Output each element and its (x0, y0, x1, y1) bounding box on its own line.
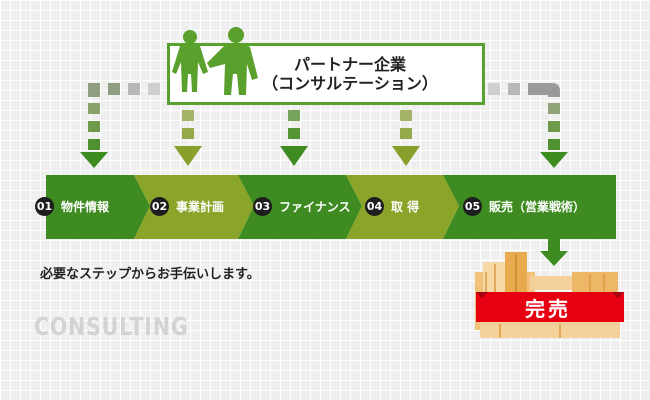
step-2-label: 事業計画 (176, 199, 225, 214)
sold-out-boxes-icon (475, 252, 624, 338)
step-1-label: 物件情報 (61, 199, 110, 214)
down-arrow-3 (280, 110, 308, 166)
consulting-watermark: CONSULTING (34, 312, 189, 341)
step-3: 03 ファイナンス (253, 196, 351, 216)
step-1: 01 物件情報 (35, 196, 109, 216)
step-5: 05 販売（営業戦術） (463, 196, 585, 216)
partner-subtitle: （コンサルテーション） (262, 74, 438, 93)
step-5-number: 05 (463, 196, 482, 216)
step-2-number: 02 (150, 196, 169, 216)
step-bar (46, 175, 616, 239)
result-arrow (540, 239, 568, 266)
step-4: 04 取 得 (365, 196, 419, 216)
down-arrow-5 (540, 103, 568, 168)
step-3-label: ファイナンス (279, 199, 351, 214)
connector-line (88, 83, 560, 97)
partner-title: パートナー企業 (293, 55, 406, 74)
down-arrow-2 (174, 110, 202, 166)
sold-out-label: 完売 (525, 297, 571, 321)
partner-label: パートナー企業 （コンサルテーション） (250, 55, 450, 93)
step-2: 02 事業計画 (150, 196, 224, 216)
step-4-number: 04 (365, 196, 384, 216)
step-1-number: 01 (35, 196, 54, 216)
down-arrow-1 (80, 103, 108, 168)
support-note: 必要なステップからお手伝いします。 (40, 267, 260, 282)
step-4-label: 取 得 (391, 199, 420, 214)
down-arrow-4 (392, 110, 420, 166)
step-3-number: 03 (253, 196, 272, 216)
step-5-label: 販売（営業戦術） (489, 199, 586, 214)
